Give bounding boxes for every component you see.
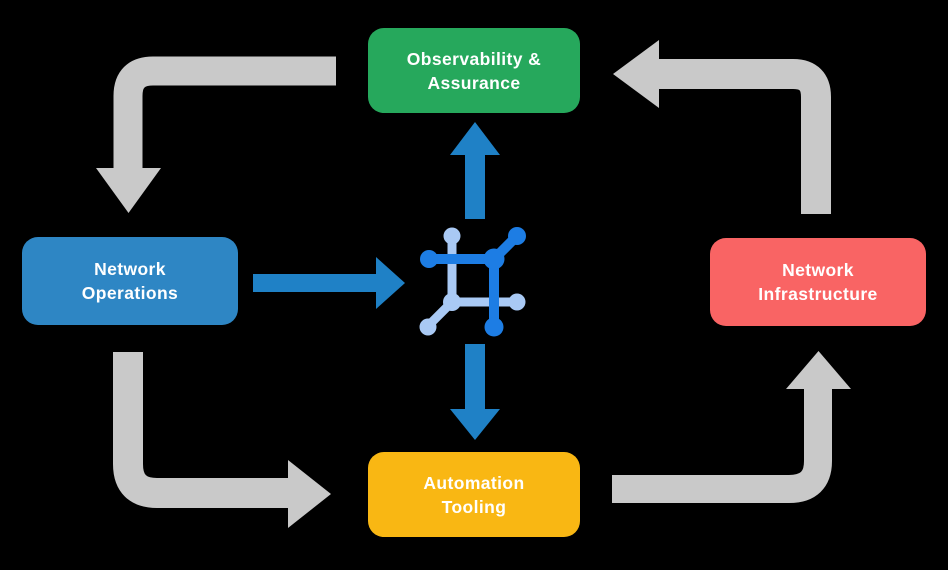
arrow-head	[450, 409, 500, 440]
cycle-arrow-observability-to-operations	[96, 56, 336, 213]
node-label-infrastructure: Network Infrastructure	[758, 260, 878, 304]
icon-node	[419, 318, 437, 336]
icon-node	[483, 248, 505, 270]
arrow-head	[288, 460, 331, 528]
node-automation-tooling: Automation Tooling	[368, 452, 580, 537]
node-label-observability: Observability & Assurance	[406, 48, 542, 93]
cycle-arrow-tooling-to-infrastructure	[612, 351, 851, 503]
icon-node	[443, 293, 461, 311]
icon-node	[443, 227, 461, 245]
arrow-head	[613, 40, 659, 108]
node-network-infrastructure: Network Infrastructure	[710, 238, 926, 326]
arrow-shaft	[113, 56, 336, 170]
arrow-shaft	[657, 59, 831, 214]
network-automation-icon	[419, 227, 526, 337]
icon-light-nodes	[419, 227, 526, 336]
blue-arrow-operations-to-center	[253, 257, 405, 309]
arrow-shaft	[113, 352, 288, 508]
cycle-arrow-operations-to-tooling	[113, 352, 331, 528]
icon-node	[508, 227, 526, 245]
arrow-shaft	[612, 389, 832, 503]
node-network-operations: Network Operations	[22, 237, 238, 325]
arrow-head	[376, 257, 405, 309]
arrow-head	[786, 351, 851, 389]
cycle-arrow-infrastructure-to-observability	[613, 40, 831, 214]
icon-node	[508, 293, 526, 311]
icon-node	[484, 317, 504, 337]
icon-node	[420, 250, 438, 268]
arrow-head	[450, 122, 500, 155]
node-label-tooling: Automation Tooling	[423, 472, 525, 517]
icon-dark-nodes	[420, 227, 526, 337]
blue-arrow-center-to-observability	[450, 122, 500, 219]
arrow-head	[96, 168, 161, 213]
node-observability-assurance: Observability & Assurance	[368, 28, 580, 113]
blue-arrow-center-to-tooling	[450, 344, 500, 440]
node-label-operations: Network Operations	[81, 259, 179, 303]
